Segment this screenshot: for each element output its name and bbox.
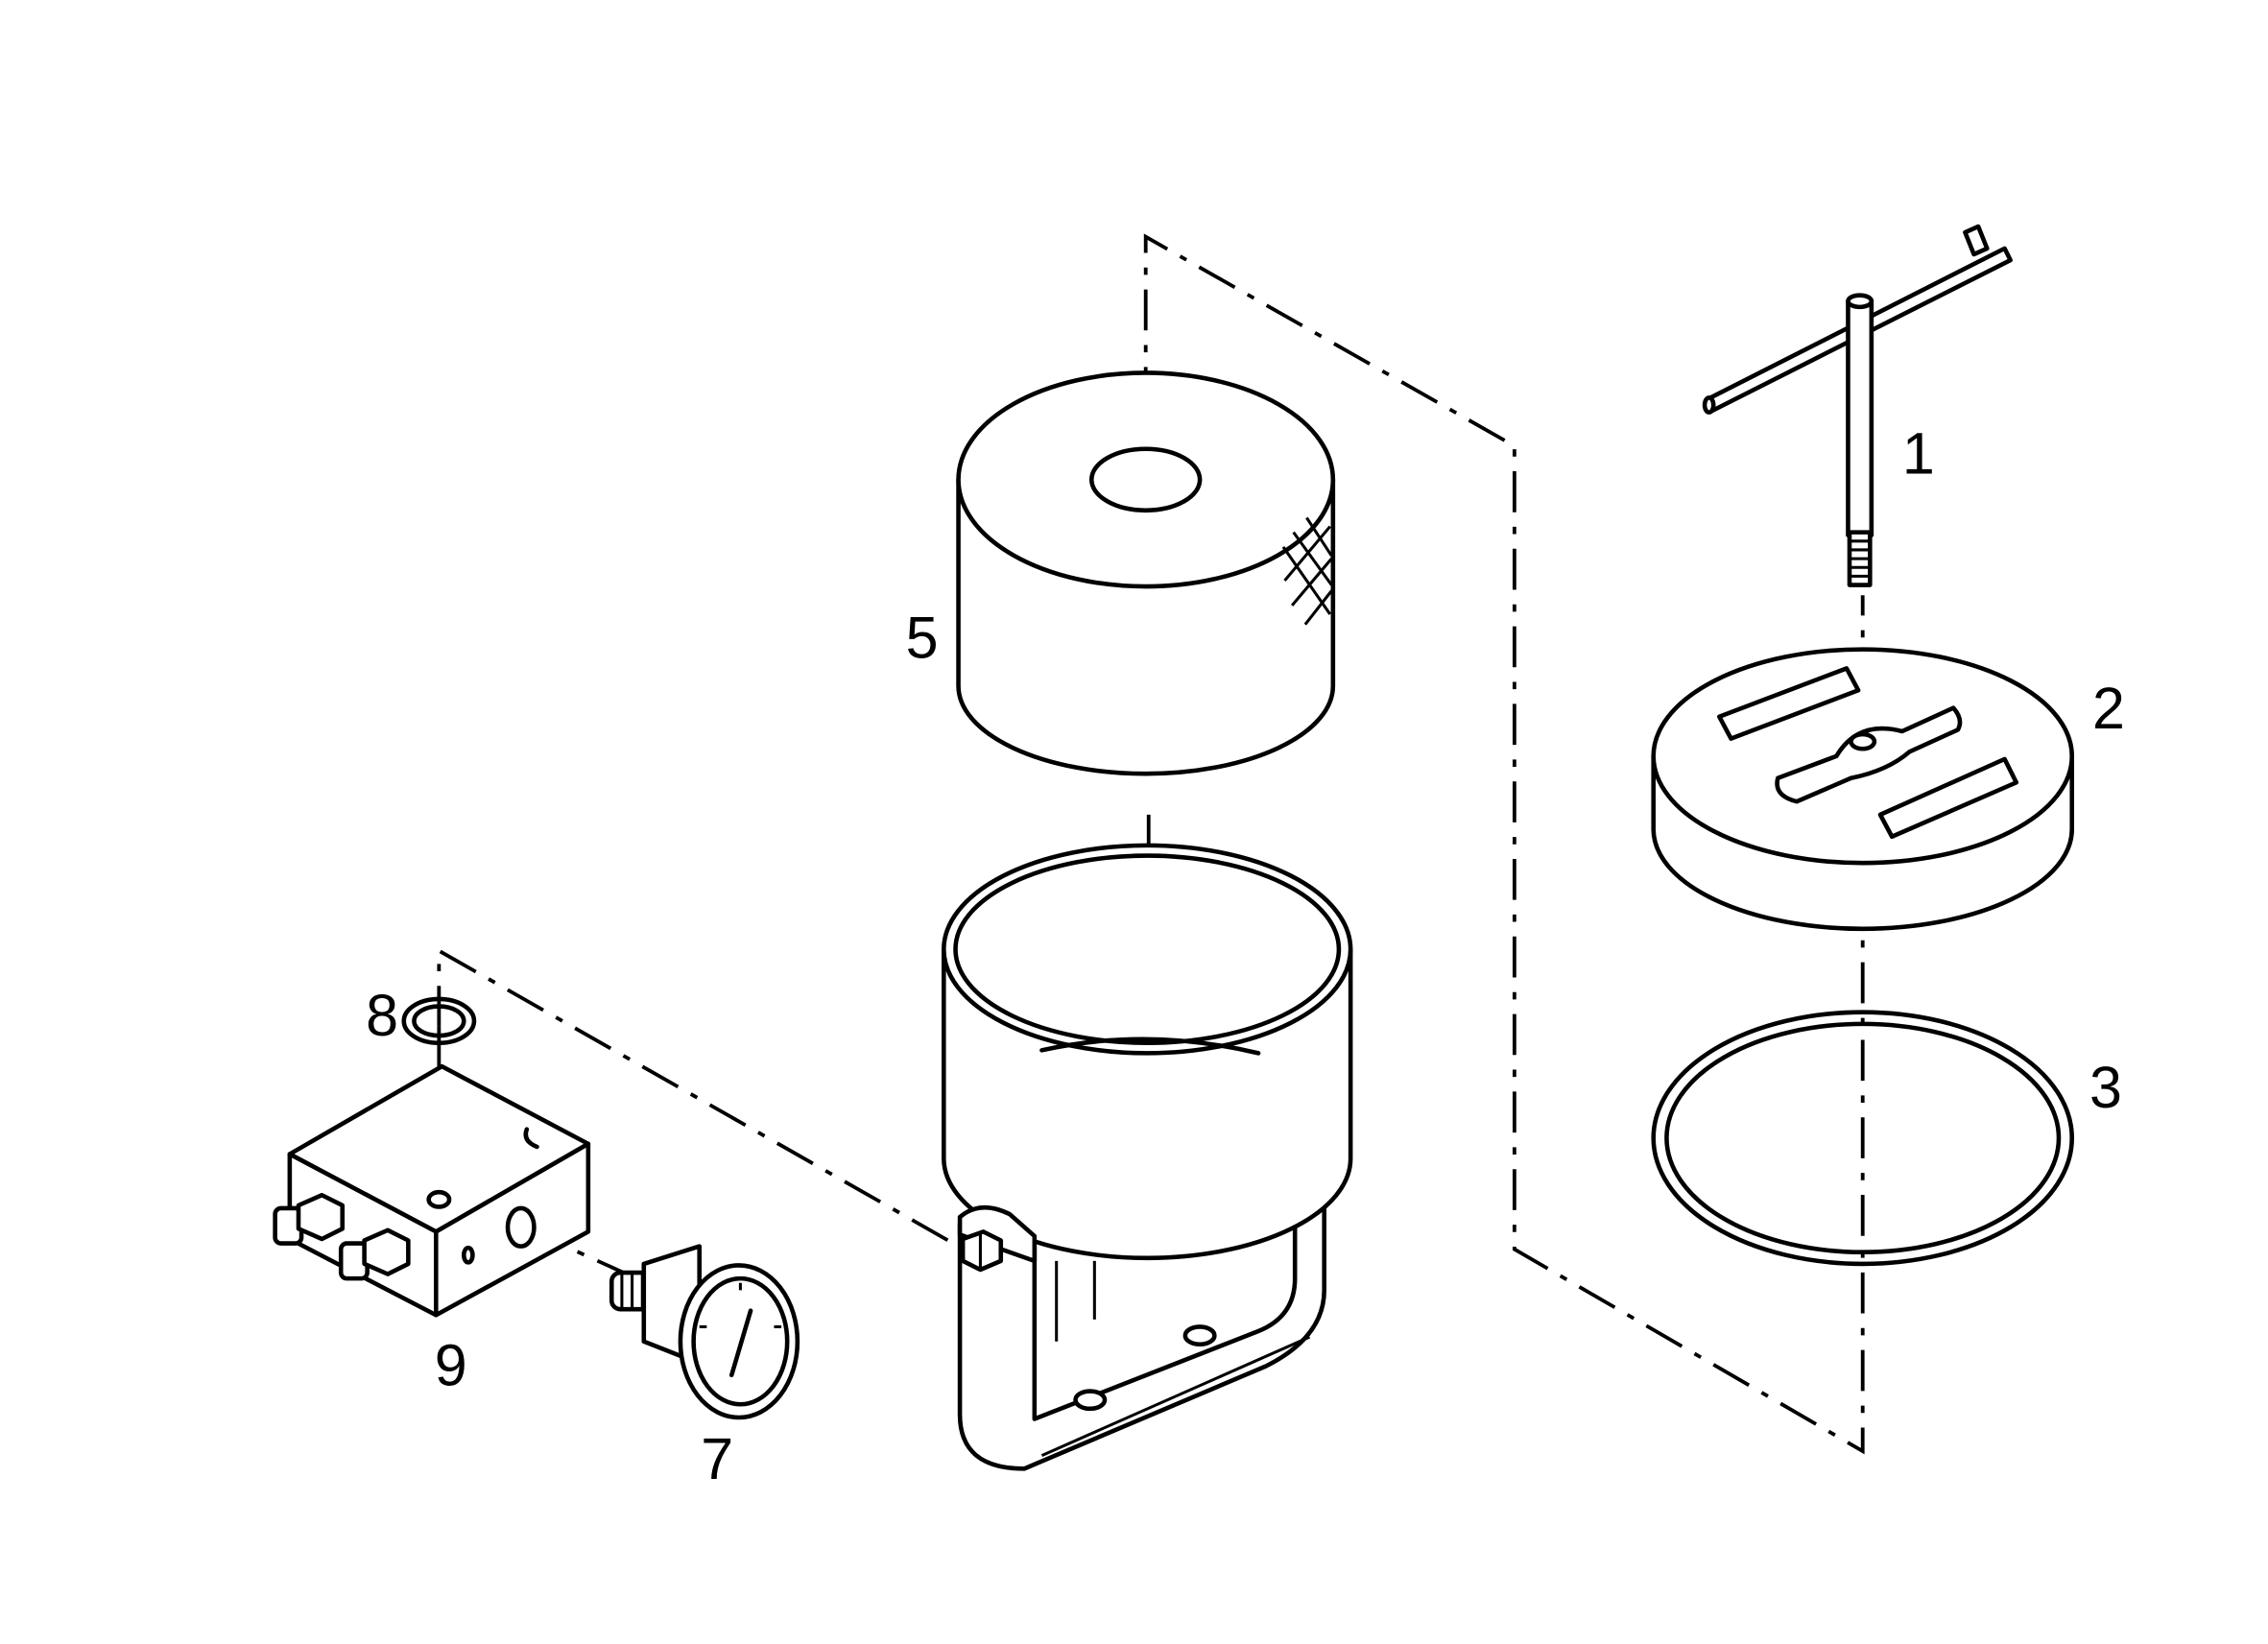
pressure-gauge	[609, 1244, 800, 1420]
fitting-left	[273, 1192, 346, 1246]
callout-9: 9	[435, 1332, 467, 1397]
fitting-right	[338, 1227, 411, 1281]
tank-with-bracket	[942, 843, 1353, 1471]
gasket-ring	[1651, 1010, 2075, 1267]
o-ring	[401, 996, 477, 1045]
filter-mesh	[1281, 516, 1333, 626]
t-handle-wrench	[1702, 224, 2013, 587]
distribution-block	[273, 1063, 591, 1318]
callout-2: 2	[2092, 676, 2125, 741]
callout-5: 5	[906, 606, 939, 671]
callout-1: 1	[1902, 421, 1935, 487]
tank-cover	[1651, 647, 2075, 932]
filter-element	[956, 370, 1336, 776]
callout-labels: 1 2 3 5 7 8 9	[366, 421, 2125, 1491]
callout-8: 8	[366, 983, 398, 1048]
callout-7: 7	[701, 1426, 733, 1491]
callout-3: 3	[2089, 1055, 2122, 1120]
